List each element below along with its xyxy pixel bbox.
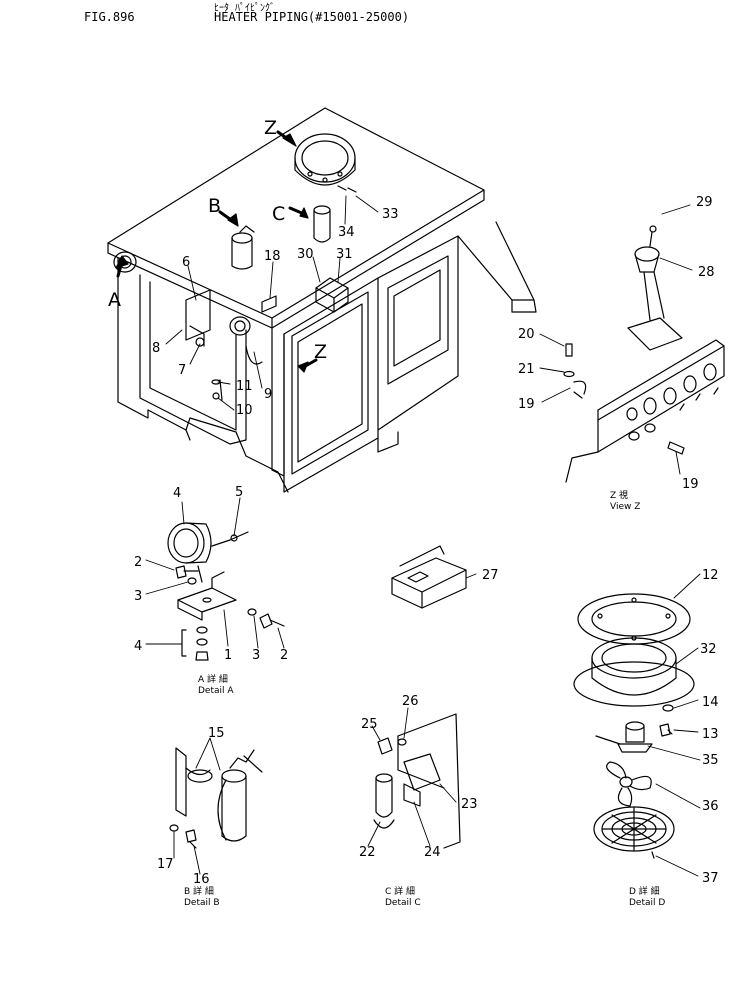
part-number-labels: 29 28 33 34 30 31 18 6 8 7 11 9 10 20 21… <box>134 195 719 887</box>
part-number-9: 9 <box>264 387 272 402</box>
cab-assembly <box>107 107 537 493</box>
part-number-20: 20 <box>518 327 535 342</box>
part-number-37: 37 <box>702 871 719 886</box>
part-number-36: 36 <box>702 799 719 814</box>
leader-lines <box>145 195 701 877</box>
part-number-34: 34 <box>338 225 355 240</box>
view-letters: Z B C A Z <box>108 117 327 363</box>
part-number-21: 21 <box>518 362 535 377</box>
part-number-11: 11 <box>236 379 253 394</box>
detail-a-caption: Detail A <box>198 686 234 696</box>
part-number-25: 25 <box>361 717 378 732</box>
part-number-28: 28 <box>698 265 715 280</box>
part-number-33: 33 <box>382 207 399 222</box>
letter-a: A <box>108 289 121 311</box>
figure-title-japanese: ﾋｰﾀ ﾊﾟｲﾋﾟﾝｸﾞ <box>214 3 276 14</box>
part-number-10: 10 <box>236 403 253 418</box>
part-number-12: 12 <box>702 568 719 583</box>
part-27-box <box>391 545 467 609</box>
figure-number: FIG.896 <box>84 10 135 24</box>
part-number-29: 29 <box>696 195 713 210</box>
part-number-3-left: 3 <box>134 589 142 604</box>
part-number-27: 27 <box>482 568 499 583</box>
part-number-1: 1 <box>224 648 232 663</box>
detail-b-caption-jp: B 詳 細 <box>184 885 214 897</box>
part-number-2-left: 2 <box>134 555 142 570</box>
part-number-2-right: 2 <box>280 648 288 663</box>
part-number-5: 5 <box>235 485 243 500</box>
part-number-13: 13 <box>702 727 719 742</box>
part-number-18: 18 <box>264 249 281 264</box>
view-z-assembly <box>563 225 725 483</box>
part-number-17: 17 <box>157 857 174 872</box>
detail-c-caption: Detail C <box>385 898 421 908</box>
part-number-7: 7 <box>178 363 186 378</box>
view-z-caption: View Z <box>610 502 640 512</box>
part-number-32: 32 <box>700 642 717 657</box>
part-number-19-right: 19 <box>682 477 699 492</box>
part-number-35: 35 <box>702 753 719 768</box>
letter-z: Z <box>314 341 327 363</box>
detail-b-caption: Detail B <box>184 898 220 908</box>
part-number-23: 23 <box>461 797 478 812</box>
detail-c-caption-jp: C 詳 細 <box>385 885 415 897</box>
part-number-16: 16 <box>193 872 210 887</box>
letter-d: Z <box>264 117 277 139</box>
detail-b-assembly <box>169 747 263 849</box>
part-number-26: 26 <box>402 694 419 709</box>
detail-a-caption-jp: A 詳 細 <box>198 673 228 685</box>
detail-d-assembly <box>573 593 695 859</box>
detail-c-assembly <box>373 713 461 849</box>
figure-title: HEATER PIPING(#15001-25000) <box>214 10 410 24</box>
part-number-8: 8 <box>152 341 160 356</box>
part-number-31: 31 <box>336 247 353 262</box>
part-number-22: 22 <box>359 845 376 860</box>
detail-a-assembly <box>167 522 285 661</box>
view-z-caption-jp: Z 視 <box>610 489 628 501</box>
letter-c: C <box>272 203 285 225</box>
part-number-14: 14 <box>702 695 719 710</box>
part-number-15: 15 <box>208 726 225 741</box>
part-number-4-bottom: 4 <box>134 639 142 654</box>
detail-d-caption: Detail D <box>629 898 665 908</box>
view-arrows <box>115 130 318 373</box>
part-number-6: 6 <box>182 255 190 270</box>
detail-d-caption-jp: D 詳 細 <box>629 885 660 897</box>
part-number-3-right: 3 <box>252 648 260 663</box>
letter-b: B <box>208 195 221 217</box>
part-number-19-left: 19 <box>518 397 535 412</box>
part-number-30: 30 <box>297 247 314 262</box>
part-number-24: 24 <box>424 845 441 860</box>
part-number-4-top: 4 <box>173 486 181 501</box>
detail-captions: Z 視 View Z A 詳 細 Detail A B 詳 細 Detail B… <box>184 489 665 908</box>
